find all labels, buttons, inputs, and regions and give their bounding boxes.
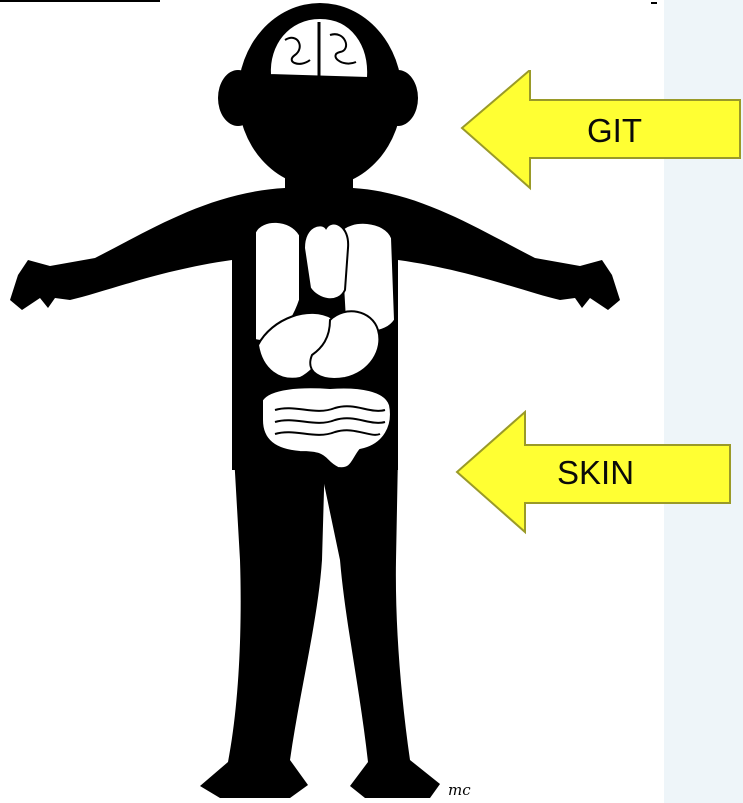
artist-signature: mc bbox=[448, 781, 471, 799]
heart-icon bbox=[304, 224, 348, 300]
skin-label: SKIN bbox=[557, 456, 634, 489]
git-label: GIT bbox=[587, 114, 642, 147]
